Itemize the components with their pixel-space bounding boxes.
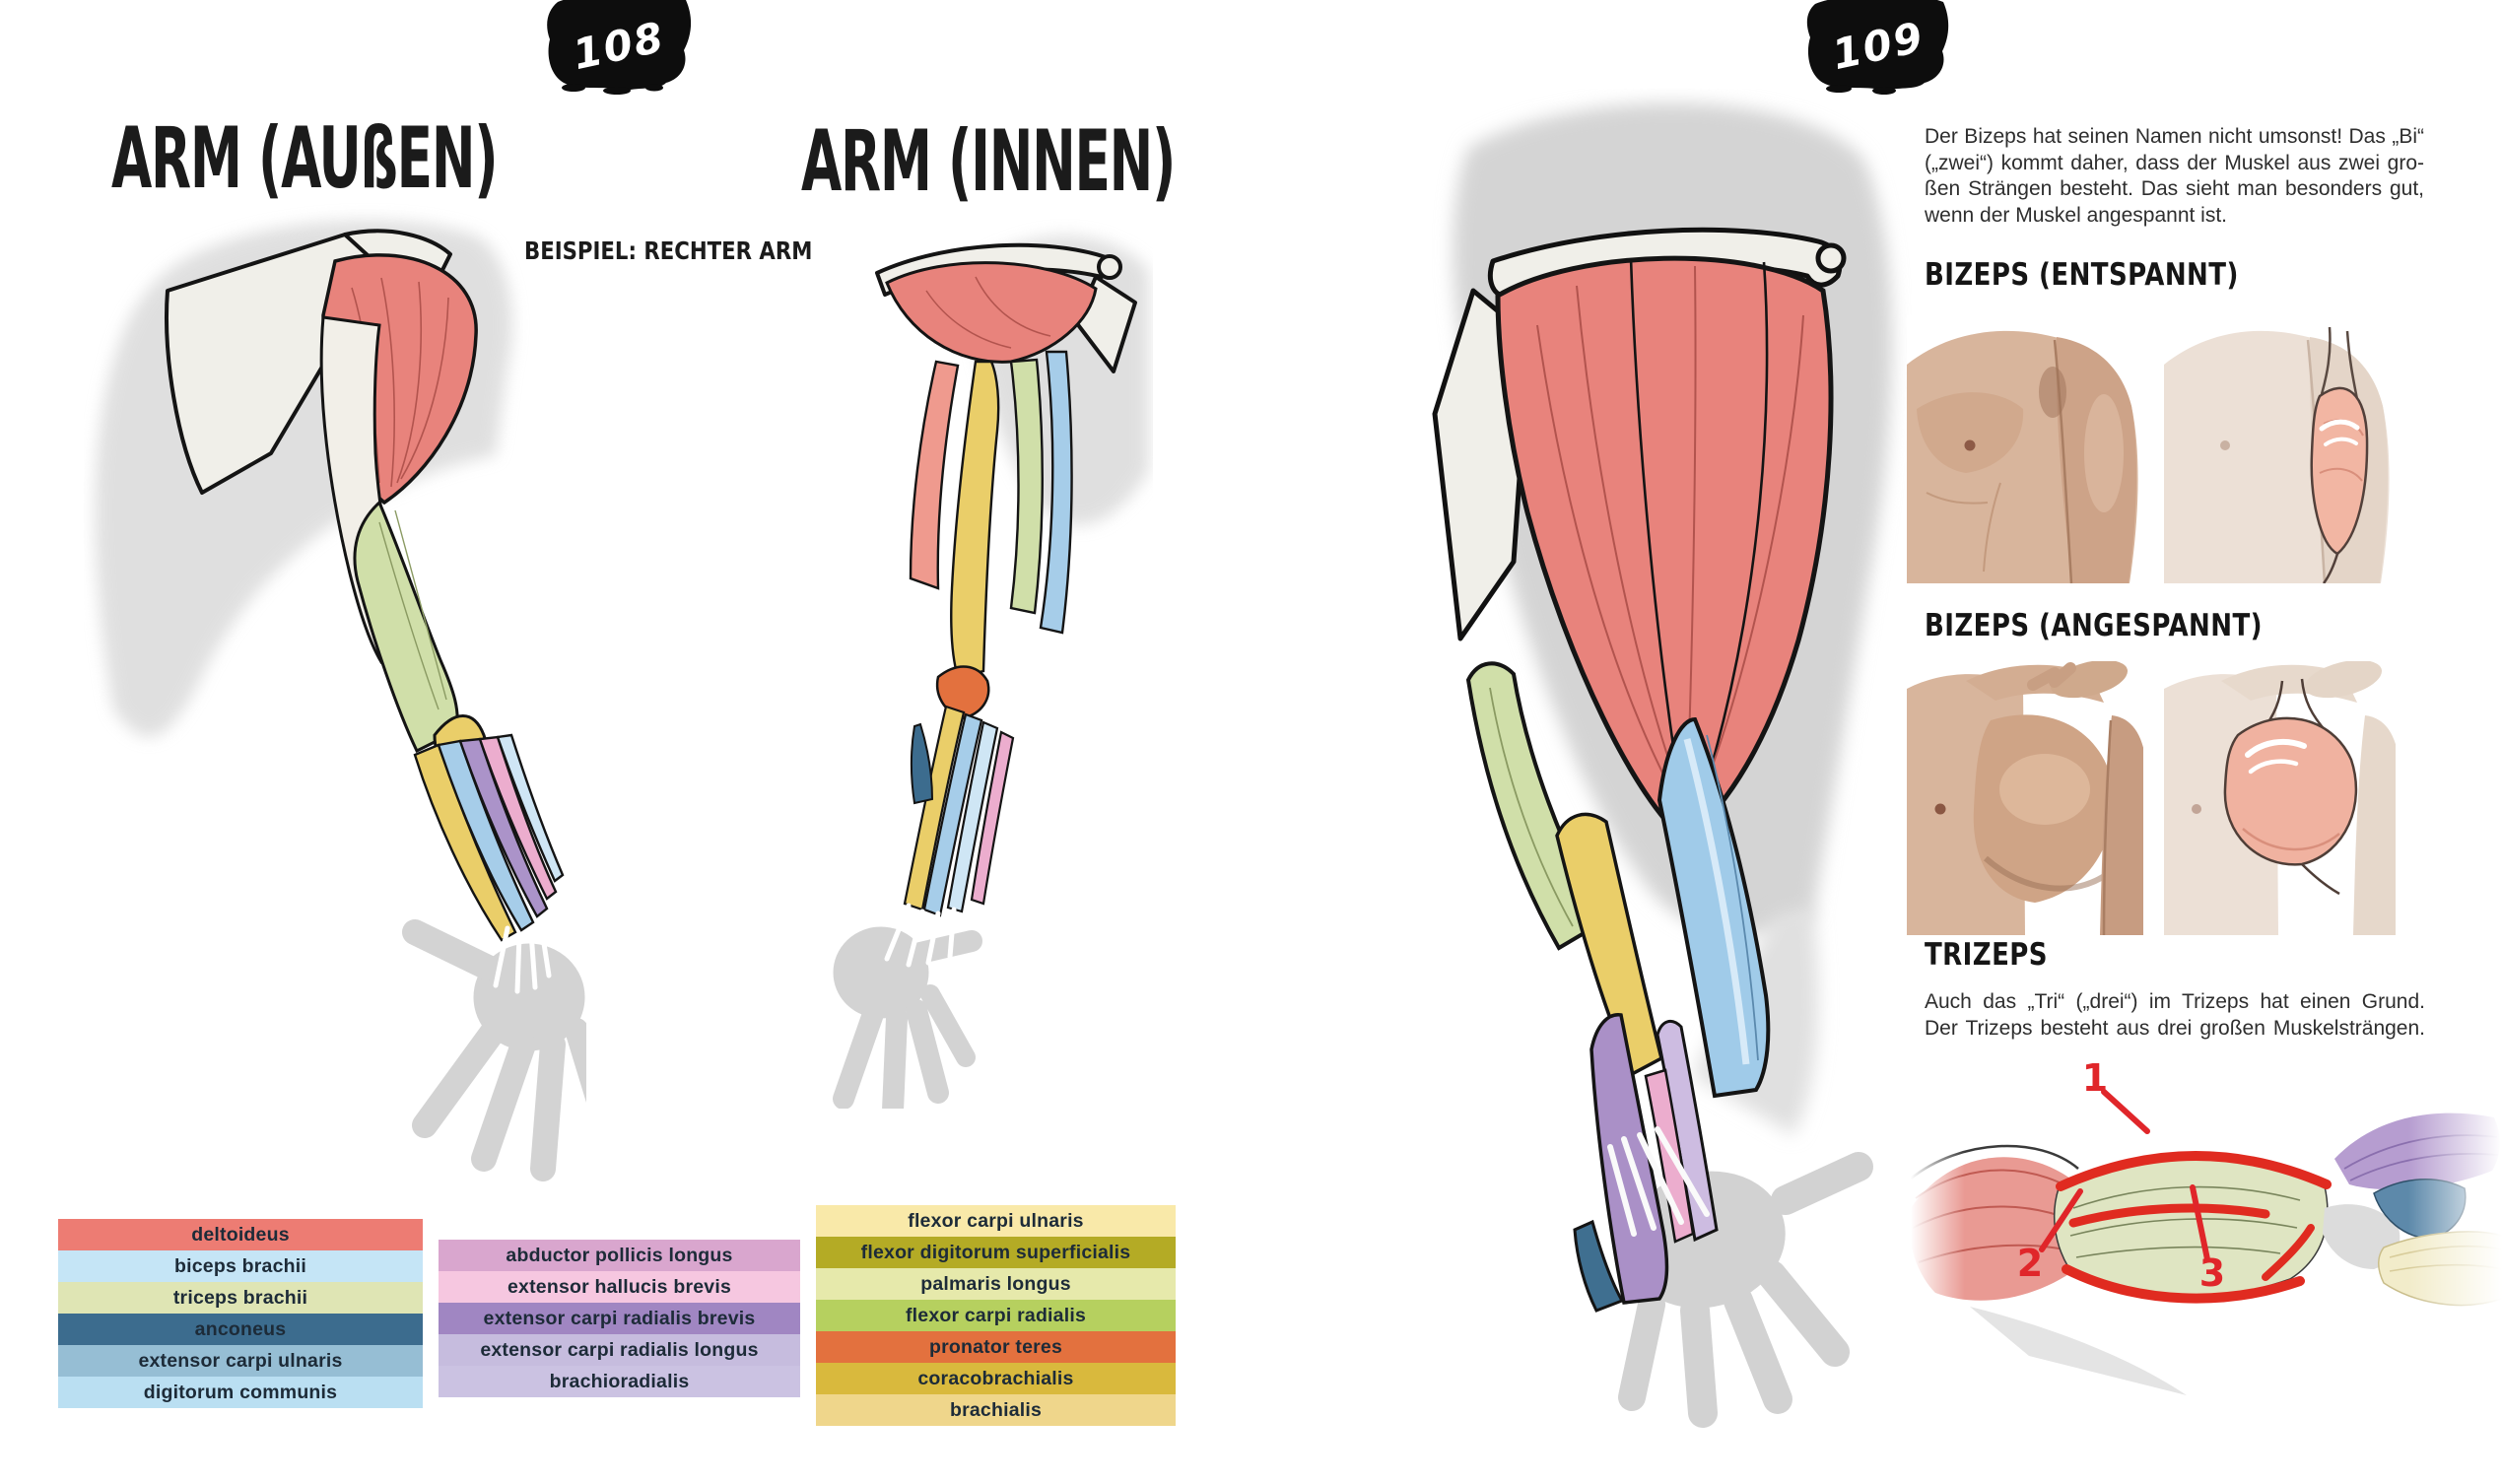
heading-biceps-relaxed: BIZEPS (ENTSPANNT): [1925, 257, 2239, 293]
legend-label: triceps brachii: [172, 1286, 308, 1309]
legend-row: abductor pollicis longus: [439, 1240, 800, 1271]
title-arm-inner: ARM (INNEN): [801, 112, 1176, 211]
subtitle-example: BEISPIEL: RECHTER ARM: [524, 236, 813, 265]
wrist-tendons: [1607, 1126, 1710, 1237]
hand-silhouette: [402, 919, 620, 1181]
legend-label: palmaris longus: [920, 1272, 1071, 1295]
paragraph-line: ßen Strängen besteht. Das sieht man beso…: [1925, 177, 2424, 200]
legend-column-inner: flexor carpi ulnaris flexor digitorum su…: [816, 1205, 1176, 1426]
teal-wedge: [1573, 1219, 1625, 1313]
paragraph-line: („zwei“) kommt daher, dass der Muskel au…: [1925, 151, 2424, 174]
legend-row: coracobrachialis: [816, 1363, 1176, 1394]
intro-paragraph: Der Bizeps hat seinen Namen nicht umsons…: [1925, 124, 2424, 229]
heading-triceps: TRIZEPS: [1925, 937, 2048, 973]
legend-label: deltoideus: [191, 1223, 290, 1246]
legend-row: extensor carpi radialis longus: [439, 1334, 800, 1366]
legend-label: digitorum communis: [143, 1381, 338, 1403]
wrist-tendons: [493, 921, 552, 994]
deltoid-muscle: [885, 261, 1098, 364]
photo-biceps-relaxed: [1907, 315, 2143, 583]
legend-label: brachioradialis: [549, 1370, 690, 1392]
legend-label: extensor carpi radialis brevis: [483, 1307, 756, 1329]
legend-row: deltoideus: [58, 1219, 423, 1250]
legend-row: flexor carpi radialis: [816, 1300, 1176, 1331]
photo-biceps-tensed: [1907, 661, 2143, 935]
legend-row: brachialis: [816, 1394, 1176, 1426]
legend-row: triceps brachii: [58, 1282, 423, 1314]
illustration-biceps-relaxed: [2164, 315, 2396, 583]
legend-row: extensor hallucis brevis: [439, 1271, 800, 1303]
legend-label: extensor carpi radialis longus: [480, 1338, 759, 1361]
drawn-biceps-relaxed: [2310, 326, 2369, 583]
triceps-label-1: 1: [2081, 1056, 2109, 1100]
page-badge-left: 108: [540, 0, 698, 95]
legend-label: extensor carpi ulnaris: [138, 1349, 343, 1372]
upper-arm-strands: [909, 350, 1073, 679]
ink-splat-icon: [1806, 0, 1949, 95]
triceps-label-3: 3: [2198, 1251, 2226, 1295]
left-fade: [1911, 1139, 1965, 1326]
legend-row: biceps brachii: [58, 1250, 423, 1282]
paragraph-line: Der Trizeps besteht aus drei großen Musk…: [1925, 1016, 2425, 1040]
legend-label: brachialis: [949, 1398, 1043, 1421]
biceps-band: [1657, 716, 1771, 1099]
paragraph-line: wenn der Muskel angespannt ist.: [1925, 203, 2228, 227]
triceps-band: [353, 500, 459, 754]
legend-label: extensor hallucis brevis: [507, 1275, 731, 1298]
illustration-triceps: [1909, 1060, 2502, 1484]
legend-label: flexor carpi radialis: [905, 1304, 1087, 1326]
heading-biceps-tensed: BIZEPS (ANGESPANNT): [1925, 608, 2263, 643]
pronator-teres: [935, 665, 990, 720]
legend-column-outer: deltoideus biceps brachii triceps brachi…: [58, 1219, 423, 1408]
legend-label: coracobrachialis: [917, 1367, 1074, 1389]
legend-row: flexor carpi ulnaris: [816, 1205, 1176, 1237]
paragraph-line: Der Bizeps hat seinen Namen nicht umsons…: [1925, 125, 2424, 148]
teal-wedge: [911, 722, 934, 805]
legend-row: anconeus: [58, 1314, 423, 1345]
right-fade: [2408, 1100, 2502, 1326]
legend-row: brachioradialis: [439, 1366, 800, 1397]
legend-row: flexor digitorum superficialis: [816, 1237, 1176, 1268]
illustration-arm-outer: [84, 197, 620, 1197]
legend-row: extensor carpi ulnaris: [58, 1345, 423, 1377]
forearm-strands: [903, 705, 1015, 917]
legend-label: biceps brachii: [174, 1254, 306, 1277]
deltoid-muscle: [1495, 255, 1834, 843]
legend-label: abductor pollicis longus: [506, 1244, 733, 1266]
illustration-arm-inner: [818, 212, 1153, 1121]
legend-row: pronator teres: [816, 1331, 1176, 1363]
drawn-biceps-tensed: [2223, 678, 2358, 896]
legend-column-middle: abductor pollicis longus extensor halluc…: [439, 1240, 800, 1397]
legend-label: flexor carpi ulnaris: [908, 1209, 1084, 1232]
label-pointer-lines: [2039, 1089, 2210, 1262]
triceps-label-2: 2: [2016, 1242, 2044, 1285]
triceps-heads: [2053, 1157, 2329, 1300]
illustration-biceps-tensed: [2164, 661, 2396, 935]
paragraph-line: Auch das „Tri“ („drei“) im Trizeps hat e…: [1925, 990, 2425, 1013]
legend-row: extensor carpi radialis brevis: [439, 1303, 800, 1334]
tendon-band: [1555, 812, 1664, 1077]
legend-label: pronator teres: [929, 1335, 1062, 1358]
wrist-tendons: [884, 903, 957, 968]
triceps-paragraph: Auch das „Tri“ („drei“) im Trizeps hat e…: [1925, 989, 2425, 1042]
legend-row: palmaris longus: [816, 1268, 1176, 1300]
illustration-arm-large: [1399, 89, 1912, 1453]
forearm-strands: [413, 733, 565, 942]
ink-splat-icon: [547, 0, 691, 95]
legend-label: flexor digitorum superficialis: [860, 1241, 1131, 1263]
triceps-red-outlines: [2056, 1151, 2332, 1304]
legend-label: anconeus: [194, 1317, 287, 1340]
title-arm-outer: ARM (AUßEN): [111, 109, 499, 208]
page-badge-right: 109: [1799, 0, 1957, 95]
legend-row: digitorum communis: [58, 1377, 423, 1408]
